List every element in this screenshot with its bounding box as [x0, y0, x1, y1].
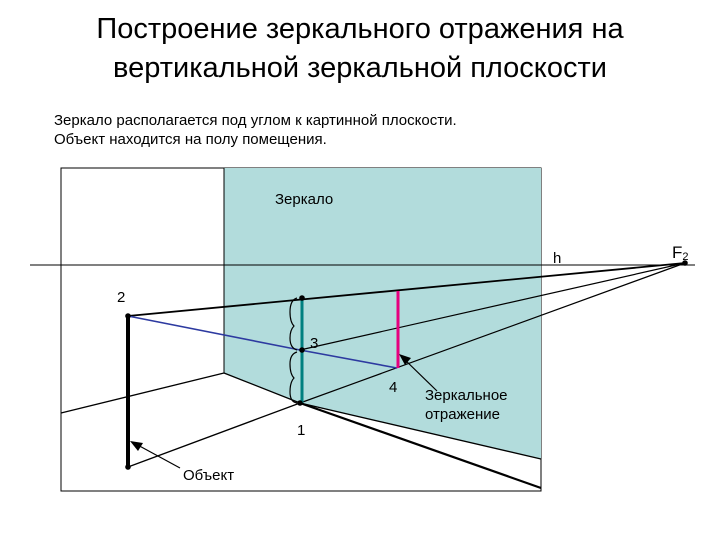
floor-reflection-line — [299, 401, 542, 490]
mirror-top-point — [299, 295, 305, 301]
lower-brace — [289, 351, 298, 404]
description-line-1: Зеркало располагается под углом к картин… — [54, 112, 457, 129]
object-arrowhead — [130, 441, 143, 451]
point-2-marker — [125, 313, 131, 319]
vanishing-point-subscript: 2 — [682, 251, 688, 263]
floor-edge-left — [60, 372, 225, 414]
point-2-label: 2 — [117, 289, 125, 306]
vanishing-point-letter: F — [672, 243, 682, 262]
floor-edge-corner — [223, 372, 301, 404]
reflection-arrowhead — [399, 354, 411, 365]
base-vanishing-line — [299, 262, 686, 404]
reflection-label-line-1: Зеркальное — [425, 387, 508, 404]
title-line-2: вертикальной зеркальной плоскости — [113, 52, 607, 84]
top-vanishing-line — [127, 262, 686, 317]
object-label: Объект — [183, 467, 234, 484]
point-3-marker — [299, 347, 305, 353]
description: Зеркало располагается под углом к картин… — [54, 111, 694, 149]
object-base-point — [125, 464, 131, 470]
object-base-line — [127, 402, 301, 468]
object-to-mirror-line — [127, 315, 301, 351]
mirror-to-reflection-line — [299, 349, 398, 369]
upper-brace — [289, 297, 298, 351]
point-1-marker — [297, 400, 303, 406]
title-line-1: Построение зеркального отражения на — [96, 13, 624, 45]
mirror-label: Зеркало — [275, 191, 333, 208]
vanishing-point-label: F2 — [672, 243, 689, 263]
slide-title: Построение зеркального отражения на верт… — [0, 10, 720, 88]
point-4-label: 4 — [389, 379, 397, 396]
description-line-2: Объект находится на полу помещения. — [54, 131, 327, 148]
reflection-label-line-2: отражение — [425, 406, 500, 423]
point-1-label: 1 — [297, 422, 305, 439]
reflection-arrow-shaft — [401, 356, 438, 392]
point-3-label: 3 — [310, 335, 318, 352]
horizon-label: h — [553, 250, 561, 267]
object-arrow-shaft — [133, 442, 181, 469]
middle-vanishing-line — [299, 262, 686, 351]
mirror-base-line — [299, 402, 542, 460]
vanishing-point-marker — [682, 260, 688, 266]
